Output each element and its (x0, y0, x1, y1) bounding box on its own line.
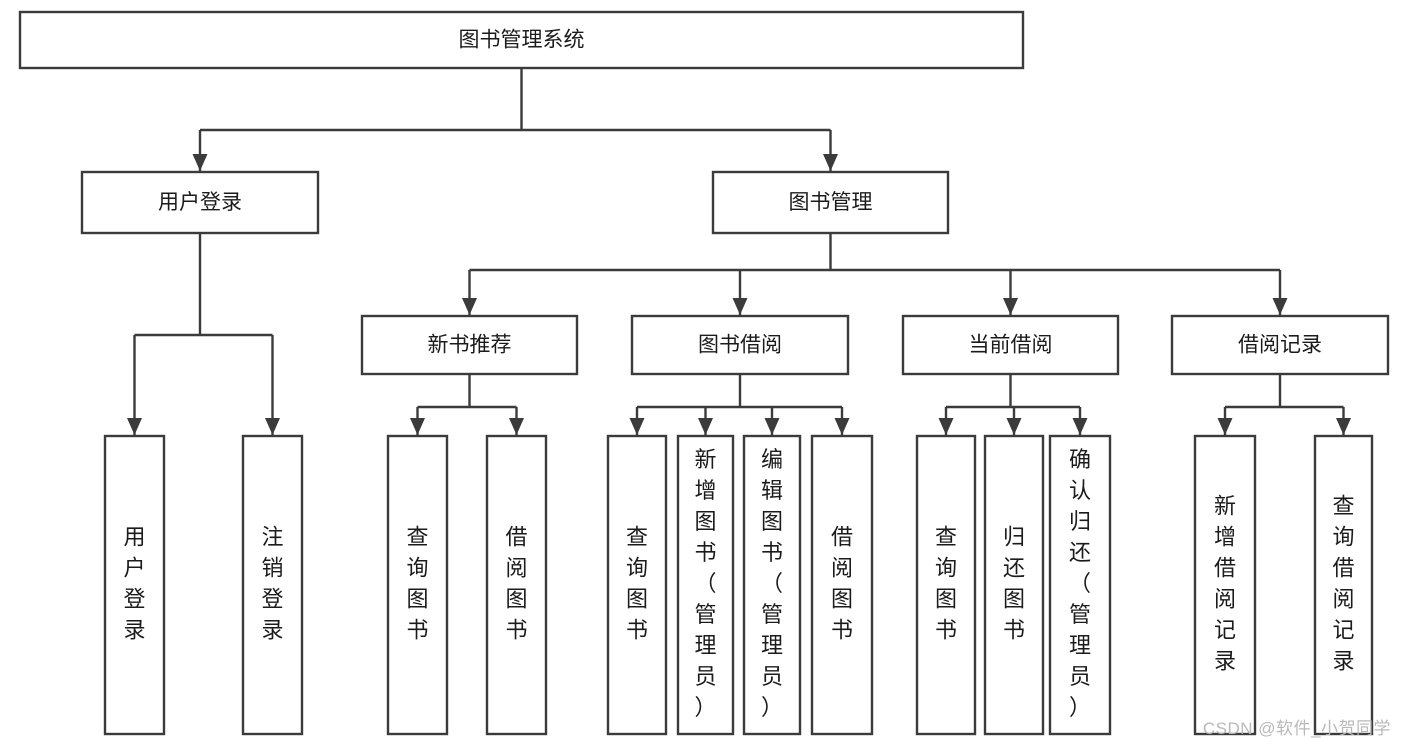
node-借阅图书[interactable]: 借阅图书 (810, 434, 874, 736)
node-box (711, 170, 950, 235)
node-label: 新增图书（管理员） (694, 447, 716, 720)
node-label: 借阅记录 (1238, 334, 1322, 357)
node-label: 借阅图书 (831, 524, 853, 642)
node-确认归还管理员[interactable]: 确认归还（管理员） (1048, 434, 1112, 736)
node-label: 归还图书 (1003, 524, 1025, 642)
node-box (485, 434, 548, 736)
node-新增借阅记录[interactable]: 新增借阅记录 (1193, 434, 1257, 736)
node-注销登录[interactable]: 注销登录 (241, 434, 304, 736)
node-label: 查询图书 (626, 524, 648, 642)
node-box (742, 434, 802, 736)
node-box (386, 434, 449, 736)
node-label: 用户登录 (158, 191, 242, 214)
node-用户登录[interactable]: 用户登录 (80, 170, 320, 235)
node-box (1170, 314, 1390, 376)
node-box (1048, 434, 1112, 736)
nodes-layer: 图书管理系统用户登录图书管理新书推荐图书借阅当前借阅借阅记录用户登录注销登录查询… (18, 10, 1390, 736)
node-box (676, 434, 735, 736)
node-box (1313, 434, 1374, 736)
node-label: 当前借阅 (969, 334, 1053, 357)
node-label: 图书管理系统 (459, 29, 585, 52)
node-label: 新增借阅记录 (1214, 493, 1236, 673)
node-label: 用户登录 (123, 524, 145, 642)
node-box (360, 314, 579, 376)
node-新增图书管理员[interactable]: 新增图书（管理员） (676, 434, 735, 736)
node-图书管理[interactable]: 图书管理 (711, 170, 950, 235)
node-box (80, 170, 320, 235)
node-label: 图书借阅 (698, 334, 782, 357)
node-新书推荐[interactable]: 新书推荐 (360, 314, 579, 376)
node-查询图书[interactable]: 查询图书 (606, 434, 668, 736)
node-label: 查询借阅记录 (1332, 493, 1354, 673)
node-box (1193, 434, 1257, 736)
node-label: 注销登录 (261, 524, 283, 642)
node-查询借阅记录[interactable]: 查询借阅记录 (1313, 434, 1374, 736)
node-当前借阅[interactable]: 当前借阅 (901, 314, 1120, 376)
node-label: 图书管理 (789, 191, 873, 214)
node-box (103, 434, 166, 736)
node-查询图书[interactable]: 查询图书 (386, 434, 449, 736)
node-label: 新书推荐 (428, 334, 512, 357)
node-label: 查询图书 (935, 524, 957, 642)
node-label: 确认归还（管理员） (1069, 447, 1091, 720)
node-借阅图书[interactable]: 借阅图书 (485, 434, 548, 736)
node-box (983, 434, 1045, 736)
node-box (630, 314, 850, 376)
node-借阅记录[interactable]: 借阅记录 (1170, 314, 1390, 376)
node-box (901, 314, 1120, 376)
node-归还图书[interactable]: 归还图书 (983, 434, 1045, 736)
node-label: 借阅图书 (505, 524, 527, 642)
node-box (915, 434, 977, 736)
edges-layer (127, 68, 1351, 435)
node-查询图书[interactable]: 查询图书 (915, 434, 977, 736)
node-box (18, 10, 1025, 70)
node-用户登录[interactable]: 用户登录 (103, 434, 166, 736)
node-label: 查询图书 (406, 524, 428, 642)
node-图书管理系统[interactable]: 图书管理系统 (18, 10, 1025, 70)
node-编辑图书管理员[interactable]: 编辑图书（管理员） (742, 434, 802, 736)
node-图书借阅[interactable]: 图书借阅 (630, 314, 850, 376)
node-label: 编辑图书（管理员） (761, 447, 783, 720)
node-box (810, 434, 874, 736)
node-box (241, 434, 304, 736)
node-box (606, 434, 668, 736)
